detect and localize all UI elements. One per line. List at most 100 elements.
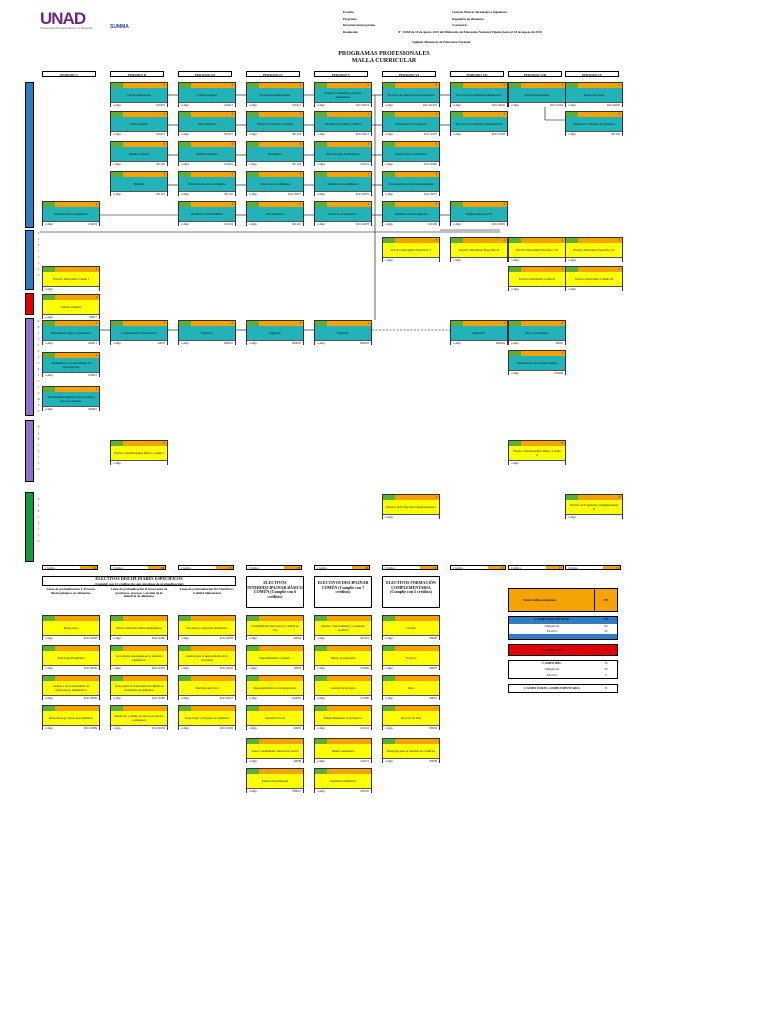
course-card[interactable]: Sostenibilidad, innovación y calidad de … xyxy=(246,615,304,640)
course-id-cell xyxy=(315,112,327,117)
course-name: Química General xyxy=(111,147,167,161)
course-id-cell xyxy=(566,238,578,243)
course-card[interactable]: Pedagogía para la solución de conflictos… xyxy=(382,738,440,763)
course-name: Estadística y Probabilidad xyxy=(179,207,235,221)
course-card[interactable]: Desarrollo y diseño de nuevos productos … xyxy=(110,705,168,730)
course-credit-cell: 3 xyxy=(55,353,99,358)
course-card[interactable]: Algebra, Trigonometría y Geometría Analí… xyxy=(314,615,372,640)
course-card[interactable]: Tecnologías de transformación digital en… xyxy=(110,675,168,700)
course-card[interactable]: Gestión y aprovechamiento de subproducto… xyxy=(42,675,100,700)
credits-label: Créditos xyxy=(249,566,260,570)
credits-value: 17 xyxy=(216,566,233,570)
course-credit-cell: 2 xyxy=(578,495,622,500)
course-credit-cell xyxy=(55,646,99,651)
course-credit-cell: 2 xyxy=(395,495,439,500)
course-name: Práctica Profesional xyxy=(509,88,565,102)
course-credit-cell: 3 xyxy=(395,238,439,243)
course-id-cell xyxy=(179,706,191,711)
course-card[interactable]: Gestión para el mejoramiento de la inocu… xyxy=(178,645,236,670)
course-card[interactable]: Tecnologías emergentes en la industria a… xyxy=(110,645,168,670)
credits-value: 18 xyxy=(352,566,369,570)
course-id-cell xyxy=(247,676,259,681)
course-credit-cell: 3 xyxy=(521,441,565,446)
course-credit-cell: 3 xyxy=(191,112,235,117)
course-id-cell xyxy=(383,142,395,147)
